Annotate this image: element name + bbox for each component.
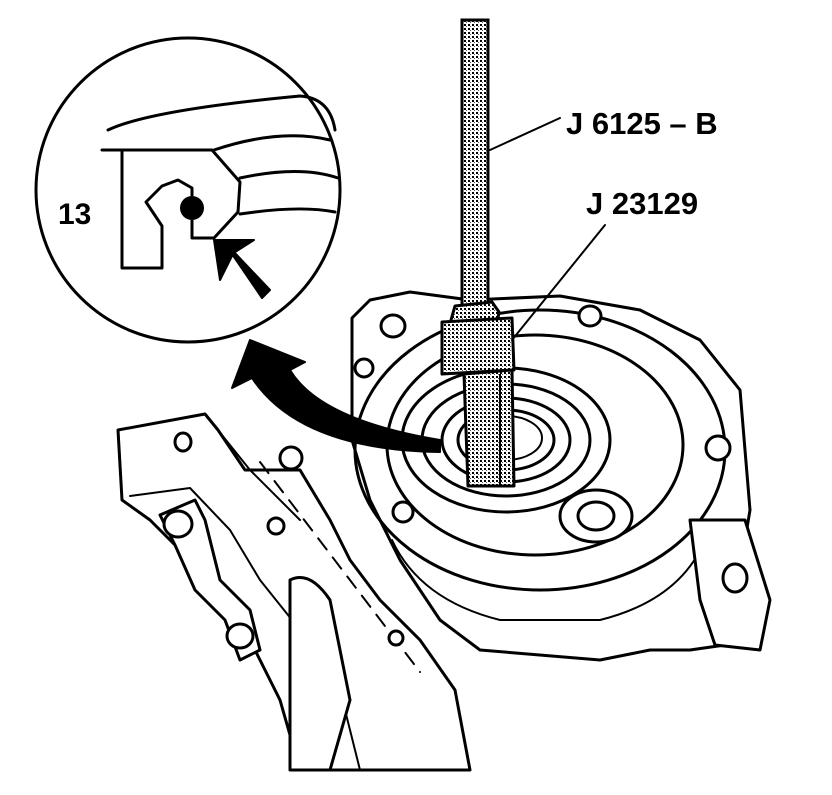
slide-hammer-rod [449,18,501,336]
leader-line-adapter [511,224,606,341]
callout-arrow [231,339,441,453]
detail-view [34,36,342,344]
seal-remover-adapter [440,316,516,488]
leader-line-remover [489,117,561,151]
tool-adapter-label: J 23129 [586,186,698,221]
tool-remover-label: J 6125 – B [566,106,718,141]
detail-ref-label: 13 [58,198,91,231]
transmission-case [116,290,772,772]
